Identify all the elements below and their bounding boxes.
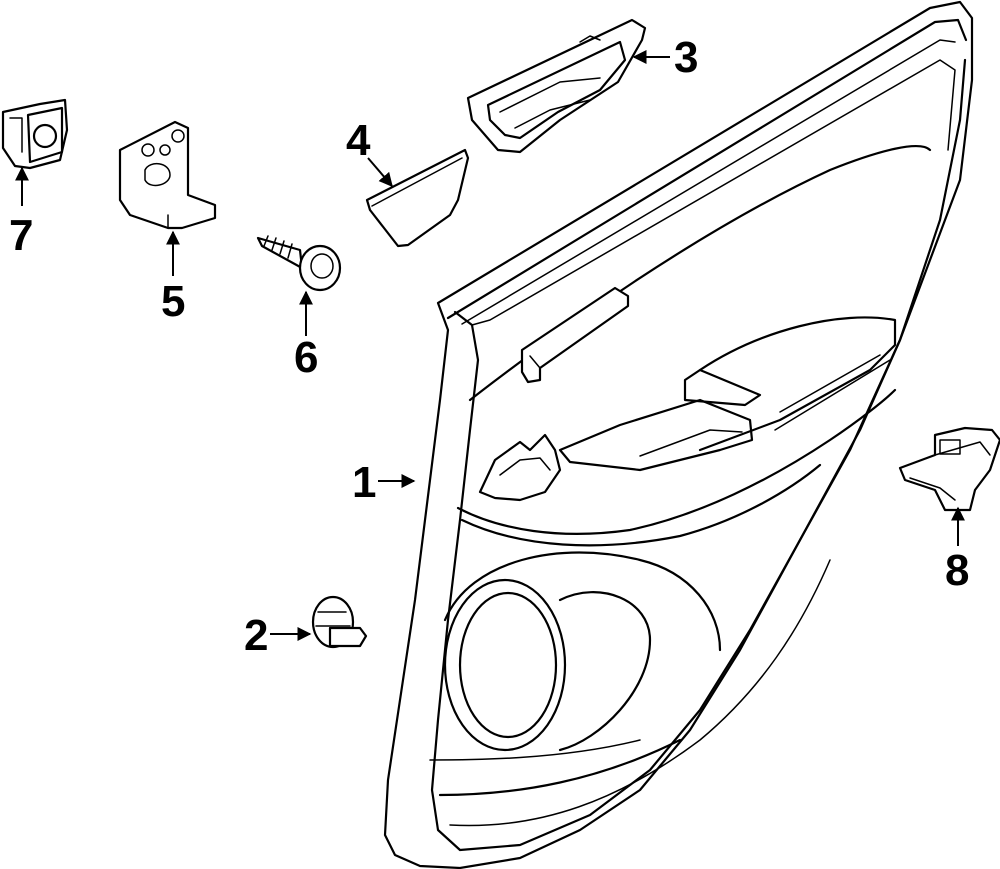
callout-2: 2 — [244, 611, 268, 660]
callout-3: 3 — [674, 33, 698, 82]
callout-7: 7 — [9, 211, 33, 260]
inside-handle — [466, 18, 647, 154]
leader-4 — [367, 157, 393, 188]
callout-4: 4 — [346, 116, 371, 165]
bracket — [118, 120, 217, 230]
mounting-clip — [898, 426, 1000, 512]
leader-lines — [15, 50, 965, 641]
door-trim-panel — [383, 0, 974, 869]
screw — [256, 235, 342, 292]
retainer-clip — [1, 98, 69, 170]
callout-5: 5 — [161, 277, 185, 326]
callouts: 1 2 3 4 5 6 7 8 — [9, 33, 969, 660]
callout-8: 8 — [945, 546, 969, 595]
handle-cover — [365, 148, 470, 248]
callout-1: 1 — [352, 458, 376, 507]
clip — [311, 595, 368, 649]
callout-6: 6 — [294, 333, 318, 382]
